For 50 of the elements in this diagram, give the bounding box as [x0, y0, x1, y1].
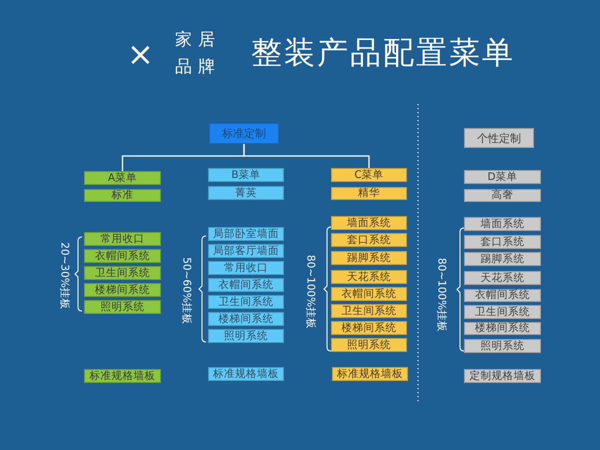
header-box: 个性定制 — [464, 128, 534, 148]
system-box: 常用收口 — [84, 232, 161, 246]
wall-panel-box: 定制规格墙板 — [464, 369, 541, 383]
wall-panel-box: 标准规格墙板 — [332, 367, 408, 381]
system-box: 衣帽间系统 — [84, 249, 161, 263]
system-box: 楼梯间系统 — [208, 312, 284, 326]
system-box: 楼梯间系统 — [331, 321, 407, 335]
system-box: 套口系统 — [464, 235, 541, 249]
system-box: 局部卧室墙面 — [208, 227, 284, 241]
system-box: 墙面系统 — [464, 217, 541, 231]
tier-box: 高奢 — [464, 189, 541, 202]
tier-box: 菁英 — [208, 186, 284, 200]
system-box: 卫生间系统 — [464, 305, 541, 319]
percentage-label: 80~100%挂板 — [304, 254, 316, 330]
tier-box: 标准 — [84, 189, 161, 202]
wall-panel-box: 标准规格墙板 — [208, 367, 284, 381]
system-box: 套口系统 — [331, 233, 407, 247]
system-box: 天花系统 — [331, 270, 407, 284]
menu-box: D菜单 — [464, 170, 541, 184]
menu-box: C菜单 — [331, 168, 407, 182]
header-box: 标准定制 — [209, 123, 279, 144]
system-box: 卫生间系统 — [331, 304, 407, 318]
system-box: 照明系统 — [208, 329, 284, 343]
system-box: 楼梯间系统 — [464, 322, 541, 335]
percentage-label: 20~30%挂板 — [58, 242, 70, 310]
system-box: 衣帽间系统 — [208, 278, 284, 292]
system-box: 常用收口 — [208, 261, 284, 275]
multiply-sign: × — [127, 38, 154, 70]
system-box: 踢脚系统 — [464, 252, 541, 266]
subtitle-text: 家居品牌 — [175, 29, 222, 79]
menu-box: A菜单 — [84, 171, 161, 185]
system-box: 卫生间系统 — [208, 295, 284, 309]
system-box: 照明系统 — [84, 300, 161, 314]
percentage-label: 80~100%挂板 — [436, 258, 446, 332]
system-box: 天花系统 — [464, 271, 541, 285]
menu-box: B菜单 — [208, 168, 284, 182]
system-box: 踢脚系统 — [331, 251, 407, 265]
system-box: 照明系统 — [464, 339, 541, 353]
system-box: 照明系统 — [331, 338, 407, 352]
system-box: 卫生间系统 — [84, 266, 161, 280]
system-box: 墙面系统 — [331, 216, 407, 230]
system-box: 衣帽间系统 — [331, 287, 407, 301]
tier-box: 精华 — [331, 187, 407, 200]
system-box: 局部客厅墙面 — [208, 244, 284, 258]
system-box: 楼梯间系统 — [84, 283, 161, 297]
page-title: 整装产品配置菜单 — [251, 38, 515, 69]
system-box: 衣帽间系统 — [464, 289, 541, 302]
percentage-label: 50~60%挂板 — [180, 257, 192, 325]
connector-line — [243, 144, 370, 168]
wall-panel-box: 标准规格墙板 — [84, 369, 161, 383]
